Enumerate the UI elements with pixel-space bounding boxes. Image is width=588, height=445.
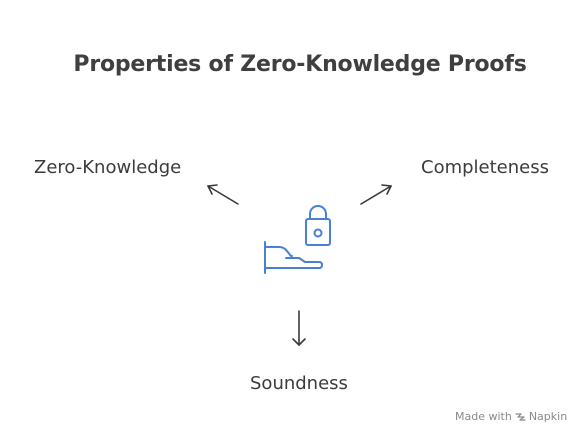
property-soundness: Soundness xyxy=(250,373,348,394)
arrow-to-completeness xyxy=(360,184,392,205)
arrow-to-soundness xyxy=(292,310,306,346)
napkin-watermark: Made with Napkin xyxy=(455,410,567,423)
watermark-prefix: Made with xyxy=(455,410,512,423)
arrow-to-zero-knowledge xyxy=(207,184,239,205)
diagram-title: Properties of Zero-Knowledge Proofs xyxy=(73,52,527,77)
napkin-logo-icon xyxy=(515,411,526,422)
property-zero-knowledge: Zero-Knowledge xyxy=(34,157,182,178)
hand-holding-lock-icon xyxy=(264,205,331,274)
property-completeness: Completeness xyxy=(421,157,549,178)
watermark-brand: Napkin xyxy=(528,410,568,423)
